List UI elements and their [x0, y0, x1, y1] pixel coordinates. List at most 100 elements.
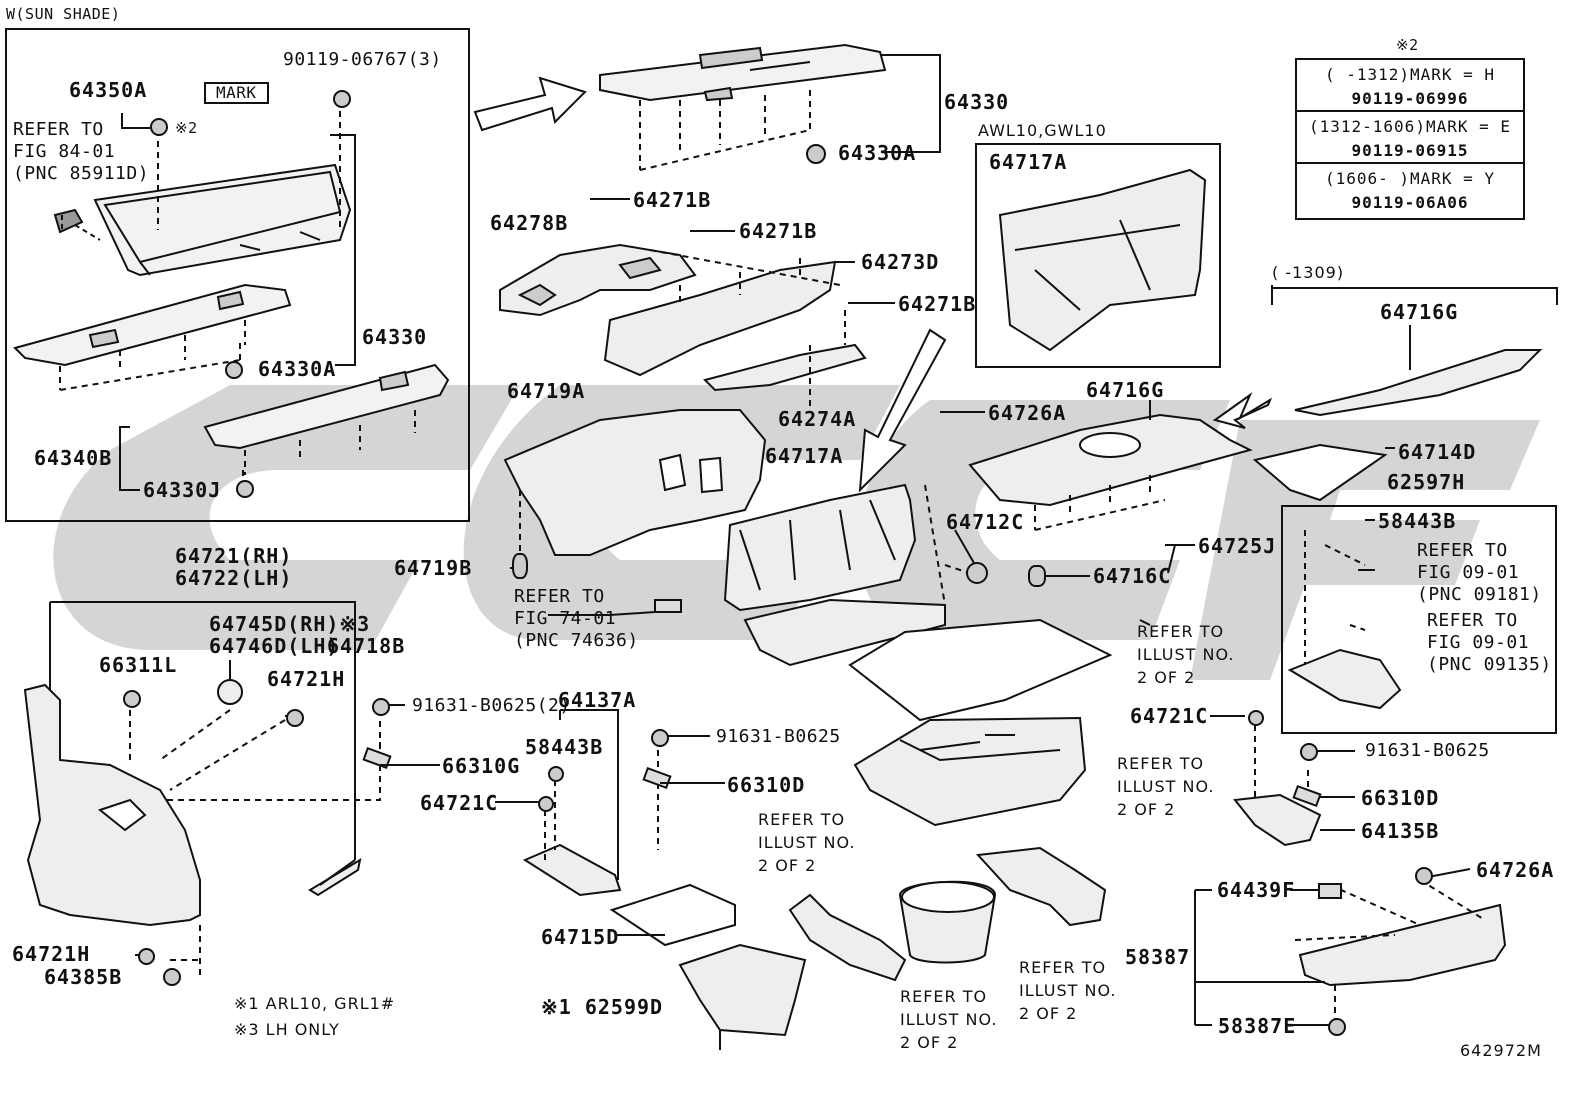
part-64745D: 64745D(RH)※3 — [209, 612, 371, 636]
part-64712C: 64712C — [946, 510, 1025, 534]
clip-icon — [1328, 1018, 1346, 1036]
bolt-icon — [163, 968, 181, 986]
part-66310G: 66310G — [442, 754, 521, 778]
clip-icon — [538, 796, 554, 812]
trim-64274A — [703, 343, 867, 392]
panel-64719A — [503, 409, 767, 556]
part-64721C-right: 64721C — [1130, 704, 1209, 728]
row-part: 90119-06996 — [1351, 89, 1469, 108]
clip-icon — [1415, 867, 1433, 885]
ref-line: FIG 09-01 — [1417, 562, 1520, 583]
box-62599D — [678, 943, 807, 1037]
bracket-64137A — [522, 843, 622, 897]
clip-icon — [123, 690, 141, 708]
clip-icon — [225, 361, 243, 379]
ref-line: REFER TO — [1137, 622, 1225, 641]
trim-left-bottom — [788, 893, 907, 982]
part-64330A: 64330A — [838, 141, 917, 165]
part-90119-06767: 90119-06767(3) — [283, 49, 442, 70]
part-64719B: 64719B — [394, 556, 473, 580]
ref-line: 2 OF 2 — [900, 1033, 959, 1052]
part-64721H-1: 64721H — [267, 667, 346, 691]
mark-label: MARK — [204, 82, 269, 104]
part-58443B-mid: 58443B — [525, 735, 604, 759]
part-64721-RH: 64721(RH) — [175, 544, 293, 568]
bracket-62597H — [1287, 648, 1402, 710]
part-64716C: 64716C — [1093, 564, 1172, 588]
clip-icon — [236, 480, 254, 498]
part-64717A-mid: 64717A — [765, 444, 844, 468]
refer-fig-84-01: REFER TO FIG 84-01 (PNC 85911D) — [13, 119, 149, 185]
part-64330: 64330 — [944, 90, 1010, 114]
illustration-code: 642972M — [1460, 1041, 1542, 1060]
bolt-icon — [1300, 743, 1318, 761]
part-62599D: ※1 62599D — [541, 995, 664, 1019]
refer-illust-5: REFER TO ILLUST NO. 2 OF 2 — [1019, 956, 1116, 1025]
part-64278B: 64278B — [490, 211, 569, 235]
part-64717A-box: 64717A — [989, 150, 1068, 174]
panel-64717A-box — [998, 168, 1207, 352]
tray-top — [599, 43, 887, 102]
part-64273D: 64273D — [861, 250, 940, 274]
ref-line: ILLUST NO. — [1117, 777, 1215, 796]
part-66310D-right: 66310D — [1361, 786, 1440, 810]
ref-line: FIG 84-01 — [13, 141, 116, 162]
refer-fig-74-01: REFER TO FIG 74-01 (PNC 74636) — [514, 586, 639, 652]
part-64719A: 64719A — [507, 379, 586, 403]
refer-illust-3: REFER TO ILLUST NO. 2 OF 2 — [758, 808, 855, 877]
grommet-icon — [966, 562, 988, 584]
bolt-icon — [651, 729, 669, 747]
trim-right-bottom — [975, 846, 1107, 927]
part-64715D: 64715D — [541, 925, 620, 949]
bracket-icon — [1318, 883, 1342, 899]
part-64135B: 64135B — [1361, 819, 1440, 843]
ref-line: REFER TO — [1019, 958, 1107, 977]
clip-icon — [1248, 710, 1264, 726]
part-64726A-2: 64726A — [1476, 858, 1555, 882]
panel-floor — [743, 598, 946, 667]
part-91631-B0625-right: 91631-B0625 — [1365, 740, 1490, 761]
part-64716G-right: 64716G — [1380, 300, 1459, 324]
clip-icon — [333, 90, 351, 108]
part-64340B: 64340B — [34, 446, 113, 470]
refer-fig-09-01-b: REFER TO FIG 09-01 (PNC 09135) — [1427, 610, 1552, 676]
ref-line: ILLUST NO. — [758, 833, 856, 852]
ref-line: ILLUST NO. — [1019, 981, 1117, 1000]
sunshade-title: W(SUN SHADE) — [6, 5, 121, 23]
part-58387: 58387 — [1125, 945, 1191, 969]
ref-line: 2 OF 2 — [758, 856, 817, 875]
clip-icon — [806, 144, 826, 164]
refer-fig-09-01-a: REFER TO FIG 09-01 (PNC 09181) — [1417, 540, 1542, 606]
trim-64716G — [968, 413, 1253, 507]
trim-64273D — [603, 260, 837, 377]
note-2-marker: ※2 — [175, 119, 198, 137]
mark-table: ( -1312)MARK = H 90119-06996 (1312-1606)… — [1295, 58, 1525, 220]
part-64439F: 64439F — [1217, 878, 1296, 902]
mat-64714D — [1252, 443, 1388, 502]
part-58443B-right: 58443B — [1378, 509, 1457, 533]
part-64716G: 64716G — [1086, 378, 1165, 402]
part-64725J: 64725J — [1198, 534, 1277, 558]
direction-arrow — [473, 76, 587, 132]
tray-left — [13, 283, 292, 367]
refer-illust-4: REFER TO ILLUST NO. 2 OF 2 — [900, 985, 997, 1054]
part-64271B-1: 64271B — [633, 188, 712, 212]
row-range: ( -1312)MARK = H — [1324, 65, 1496, 84]
clip-icon — [548, 766, 564, 782]
part-91631-B0625-mid: 91631-B0625 — [716, 726, 841, 747]
table-title: ※2 — [1396, 36, 1419, 54]
part-64718B: 64718B — [327, 634, 406, 658]
tray-storage — [853, 716, 1087, 827]
part-58387E: 58387E — [1218, 1014, 1297, 1038]
bracket-64135B — [1233, 793, 1322, 847]
refer-illust-1: REFER TO ILLUST NO. 2 OF 2 — [1137, 620, 1234, 689]
footnote-1: ※1 ARL10, GRL1# — [234, 994, 396, 1013]
clip-icon — [138, 948, 155, 965]
direction-arrow-3 — [1212, 392, 1273, 429]
ref-line: REFER TO — [1417, 540, 1508, 561]
ref-line: REFER TO — [514, 586, 605, 607]
clip-icon — [1028, 565, 1046, 587]
ref-line: (PNC 09181) — [1417, 584, 1542, 605]
ref-line: ILLUST NO. — [900, 1010, 998, 1029]
